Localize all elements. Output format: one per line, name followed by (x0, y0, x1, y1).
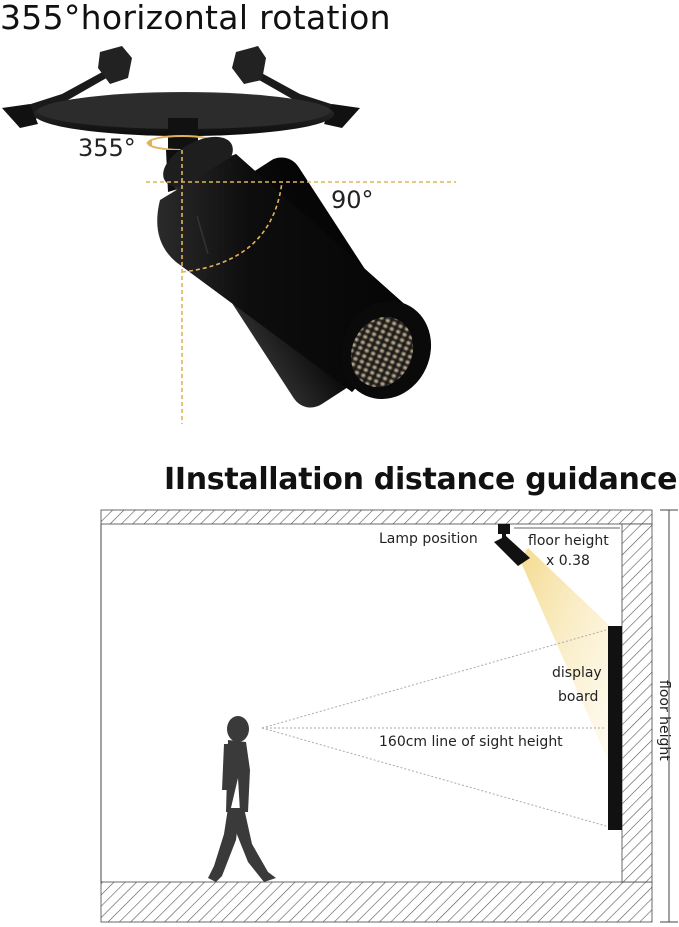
light-beam (520, 548, 612, 770)
track-lamp-icon (498, 524, 510, 534)
display-board-label-line1: display (552, 665, 602, 681)
room-diagram (100, 509, 678, 923)
tilt-arc (181, 181, 283, 273)
sight-line-label: 160cm line of sight height (379, 734, 563, 750)
spring-clip-left (2, 46, 132, 128)
floor-hatch (100, 881, 653, 923)
display-board-label-line2: board (558, 689, 599, 705)
floor-height-label-line2: x 0.38 (546, 553, 590, 569)
wall-hatch (621, 523, 653, 883)
ceiling-hatch (100, 509, 653, 525)
spotlight-illustration (2, 46, 456, 424)
rotation-title: 355°horizontal rotation (0, 0, 391, 37)
rotation-angle-label: 355° (78, 134, 136, 162)
floor-height-label-line1: floor height (528, 533, 609, 549)
honeycomb-lens (350, 316, 414, 388)
floor-height-side-label: floor height (656, 680, 672, 761)
person-icon (208, 716, 276, 882)
display-board (608, 626, 622, 830)
tilt-angle-label: 90° (331, 186, 374, 214)
lamp-position-label: Lamp position (379, 531, 478, 547)
spring-clip-right (232, 46, 360, 128)
section-title: IInstallation distance guidance (164, 462, 678, 497)
